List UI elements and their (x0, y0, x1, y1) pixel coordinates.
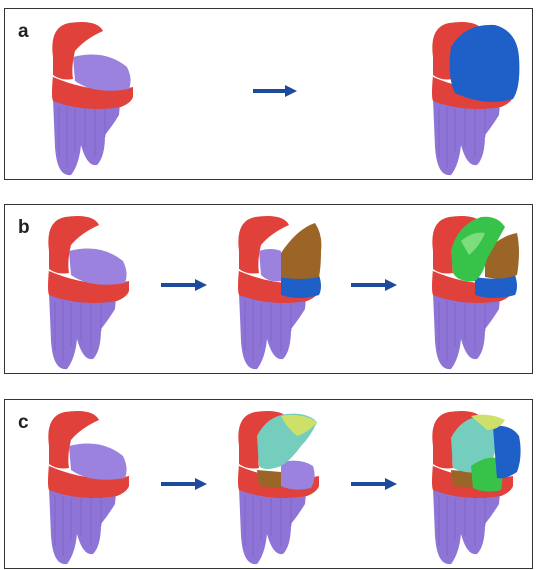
arrow-c-1 (161, 478, 207, 490)
tooth-c-2 (238, 411, 319, 564)
arrow-b-1 (161, 279, 207, 291)
tooth-b-2 (238, 216, 321, 369)
tooth-c-3 (432, 411, 521, 564)
panel-c: c (4, 399, 533, 569)
tooth-a-2 (432, 22, 519, 175)
tooth-a-1 (52, 22, 133, 175)
tooth-b-1 (48, 216, 129, 369)
arrow-c-2 (351, 478, 397, 490)
panel-b: b (4, 204, 533, 374)
arrow-a-1 (253, 85, 297, 97)
tooth-c-1 (48, 411, 129, 564)
tooth-b-3 (432, 216, 519, 369)
arrow-b-2 (351, 279, 397, 291)
panel-a: a (4, 8, 533, 180)
